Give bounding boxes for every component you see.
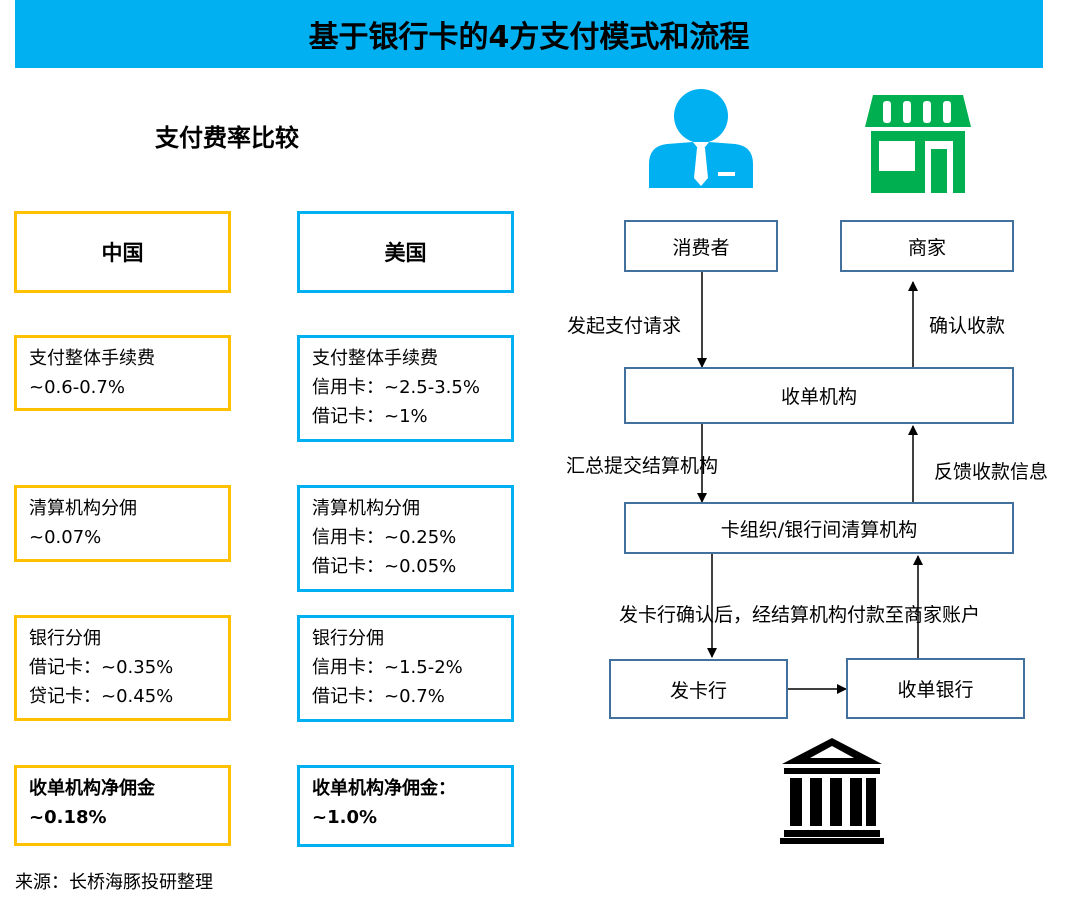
us-clearing-debit: 借记卡：~0.05% bbox=[312, 556, 457, 577]
node-acquiring-bank: 收单银行 bbox=[846, 658, 1025, 719]
node-consumer: 消费者 bbox=[624, 220, 778, 272]
label-confirm-receipt: 确认收款 bbox=[929, 315, 1006, 337]
china-bank-box: 银行分佣 借记卡：~0.35% 贷记卡：~0.45% bbox=[14, 615, 231, 721]
china-clearing-label: 清算机构分佣 bbox=[29, 498, 137, 519]
us-clearing-box: 清算机构分佣 信用卡：~0.25% 借记卡：~0.05% bbox=[297, 485, 514, 592]
china-bank-credit: 贷记卡：~0.45% bbox=[29, 686, 174, 707]
page-title: 基于银行卡的4方支付模式和流程 bbox=[308, 20, 750, 55]
node-merchant: 商家 bbox=[840, 220, 1014, 272]
us-bank-box: 银行分佣 信用卡：~1.5-2% 借记卡：~0.7% bbox=[297, 615, 514, 722]
us-bank-debit: 借记卡：~0.7% bbox=[312, 686, 445, 707]
title-bar: 基于银行卡的4方支付模式和流程 bbox=[15, 0, 1043, 68]
us-acquirer-value: ~1.0% bbox=[312, 807, 378, 828]
us-header: 美国 bbox=[297, 211, 514, 293]
china-clearing-box: 清算机构分佣 ~0.07% bbox=[14, 485, 231, 562]
us-total-fee-box: 支付整体手续费 信用卡：~2.5-3.5% 借记卡：~1% bbox=[297, 335, 514, 442]
us-total-fee-debit: 借记卡：~1% bbox=[312, 406, 428, 427]
source-note: 来源：长桥海豚投研整理 bbox=[15, 872, 213, 893]
china-clearing-value: ~0.07% bbox=[29, 527, 102, 548]
label-feedback-info: 反馈收款信息 bbox=[934, 461, 1049, 483]
shop-icon bbox=[865, 95, 971, 193]
us-total-fee-label: 支付整体手续费 bbox=[312, 348, 438, 369]
us-total-fee-credit: 信用卡：~2.5-3.5% bbox=[312, 377, 480, 398]
china-total-fee-box: 支付整体手续费 ~0.6-0.7% bbox=[14, 335, 231, 411]
node-acquirer: 收单机构 bbox=[624, 367, 1014, 424]
us-acquirer-label: 收单机构净佣金： bbox=[312, 778, 456, 799]
china-bank-label: 银行分佣 bbox=[29, 628, 101, 649]
label-issuer-confirm: 发卡行确认后，经结算机构付款至商家账户 bbox=[619, 604, 981, 626]
bank-icon bbox=[780, 738, 884, 844]
china-acquirer-label: 收单机构净佣金 bbox=[29, 778, 155, 799]
us-acquirer-box: 收单机构净佣金： ~1.0% bbox=[297, 765, 514, 847]
china-header: 中国 bbox=[14, 211, 231, 293]
node-issuer: 发卡行 bbox=[609, 659, 788, 719]
china-total-fee-label: 支付整体手续费 bbox=[29, 348, 155, 369]
us-bank-label: 银行分佣 bbox=[312, 628, 384, 649]
comparison-title: 支付费率比较 bbox=[155, 124, 299, 152]
china-bank-debit: 借记卡：~0.35% bbox=[29, 657, 174, 678]
node-card-org: 卡组织/银行间清算机构 bbox=[624, 502, 1014, 554]
china-total-fee-value: ~0.6-0.7% bbox=[29, 377, 125, 398]
china-acquirer-box: 收单机构净佣金 ~0.18% bbox=[14, 765, 231, 846]
person-icon bbox=[649, 89, 753, 188]
us-clearing-label: 清算机构分佣 bbox=[312, 498, 420, 519]
us-bank-credit: 信用卡：~1.5-2% bbox=[312, 657, 463, 678]
us-clearing-credit: 信用卡：~0.25% bbox=[312, 527, 457, 548]
label-submit-settlement: 汇总提交结算机构 bbox=[566, 455, 719, 477]
label-initiate-payment: 发起支付请求 bbox=[567, 315, 682, 337]
china-acquirer-value: ~0.18% bbox=[29, 807, 107, 828]
